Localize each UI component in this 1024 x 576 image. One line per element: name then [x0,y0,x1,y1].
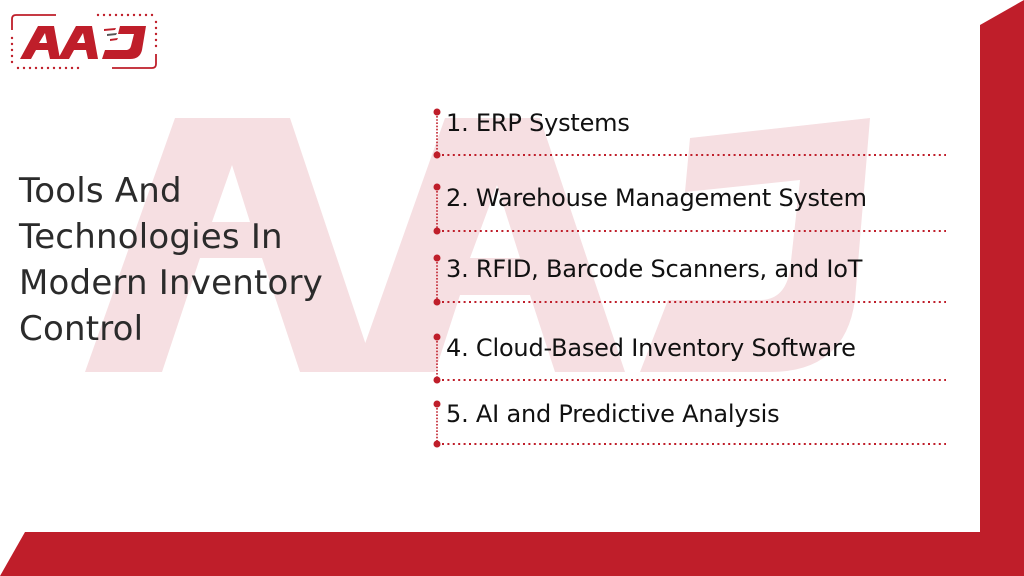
title-line: Technologies In [19,217,283,257]
list-item-label: 5. AI and Predictive Analysis [446,400,780,428]
right-band [980,0,1024,576]
bottom-band [0,532,1024,576]
title-line: Modern Inventory [19,263,323,303]
aaj-logo-icon [10,13,158,70]
list-item-label: 2. Warehouse Management System [446,184,867,212]
list-item-label: 3. RFID, Barcode Scanners, and IoT [446,255,863,283]
title-line: Control [19,309,144,349]
page-title: Tools And Technologies In Modern Invento… [19,168,399,352]
dotted-marker-icon [433,400,946,448]
dotted-marker-icon [433,254,946,306]
dotted-marker-icon [433,333,946,384]
title-line: Tools And [19,171,182,211]
list-item-label: 1. ERP Systems [446,109,630,137]
dotted-marker-icon [433,183,946,235]
list-item-label: 4. Cloud-Based Inventory Software [446,334,856,362]
dotted-marker-icon [433,108,946,159]
